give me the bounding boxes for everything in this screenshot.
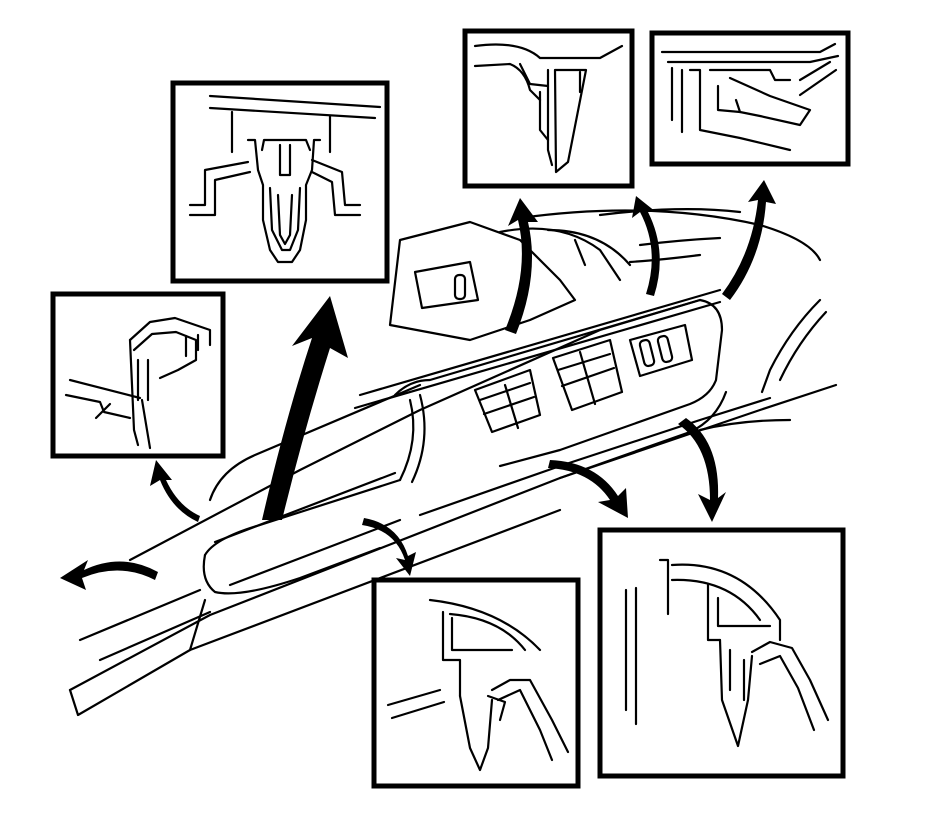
arrow-bezel-lower [548, 460, 628, 518]
arrow-upper-middle [632, 196, 660, 296]
arrow-to-top-right-detail [722, 180, 776, 300]
arrow-far-left [60, 560, 158, 590]
detail-lower-middle-clip [371, 577, 581, 789]
arrow-to-upper-left-detail [150, 460, 200, 522]
window-switch-group [473, 323, 694, 434]
door-trim-panel [68, 208, 838, 717]
detail-upper-left-clip [50, 291, 226, 459]
detail-top-right-retainer [649, 30, 851, 167]
arrow-to-lower-right-detail [678, 418, 726, 522]
arrow-to-lower-middle-detail [362, 518, 416, 576]
arrow-to-top-wedge-detail [505, 198, 538, 334]
detail-pushpin-clip [170, 80, 390, 284]
detail-top-wedge-clip [462, 28, 635, 189]
detail-lower-right-clip [597, 527, 846, 779]
inside-door-handle [388, 220, 632, 342]
arrow-to-pushpin-detail [262, 296, 348, 520]
removal-arrows [60, 180, 776, 590]
